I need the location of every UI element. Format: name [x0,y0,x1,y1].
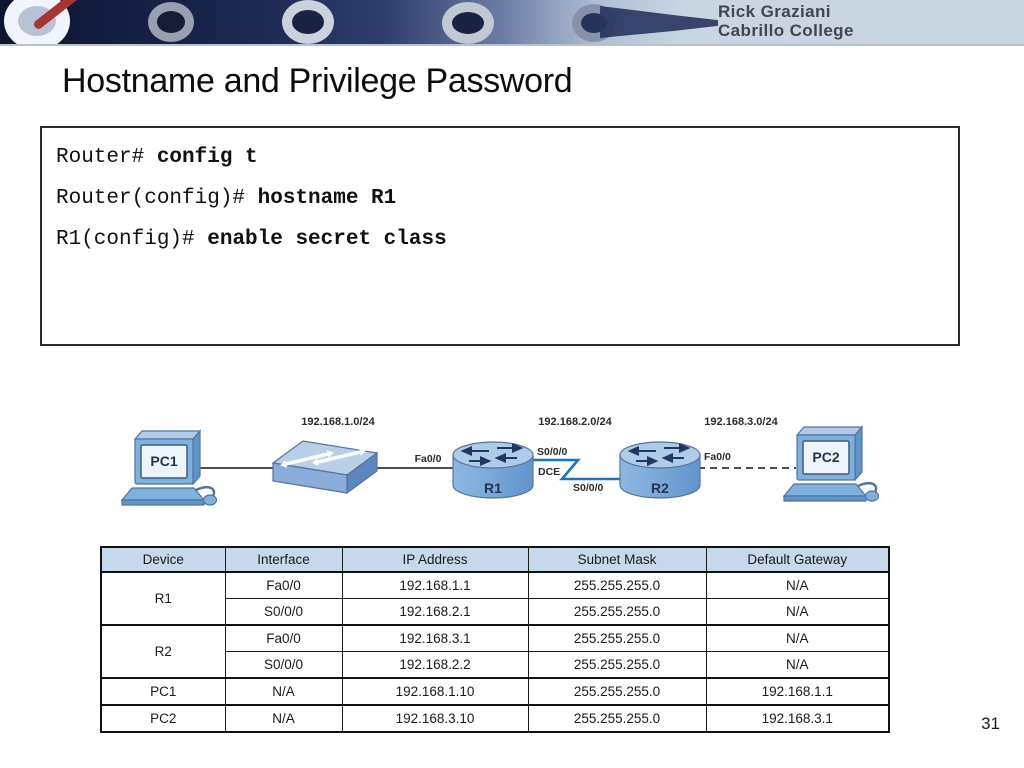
table-row: R2 Fa0/0 192.168.3.1 255.255.255.0 N/A [100,624,890,679]
gateway-cell: 192.168.1.1 [705,677,890,706]
network3-label: 192.168.3.0/24 [704,416,778,428]
mask-cell: 255.255.255.0 [527,651,707,679]
link-serial-r1-r2 [530,458,624,481]
page-number: 31 [981,714,1000,733]
col-header-mask: Subnet Mask [527,546,707,573]
connector-ring-icon [282,0,334,44]
network-topology-diagram: PC1 R1 R2 PC2 192.168.1.0/24 192.168.2.0… [120,416,880,507]
cli-prompt: Router# [56,146,157,169]
r2-label: R2 [651,480,669,496]
interface-cell: Fa0/0 [224,624,343,652]
cli-prompt: R1(config)# [56,228,208,251]
addressing-table: Device Interface IP Address Subnet Mask … [100,546,890,733]
network1-label: 192.168.1.0/24 [301,416,375,428]
col-header-ip: IP Address [341,546,529,573]
gateway-cell: N/A [705,598,890,626]
interface-cell: S0/0/0 [224,598,343,626]
mask-cell: 255.255.255.0 [527,677,707,706]
interface-cell: N/A [224,704,343,733]
ip-cell: 192.168.1.10 [341,677,529,706]
table-header-row: Device Interface IP Address Subnet Mask … [100,546,890,573]
mask-cell: 255.255.255.0 [527,624,707,652]
author-name: Rick Graziani [718,2,831,21]
device-cell: PC2 [100,704,226,733]
ip-cell: 192.168.2.1 [341,598,529,626]
device-cell: PC1 [100,677,226,706]
r2-s000-label: S0/0/0 [573,482,604,494]
ip-cell: 192.168.1.1 [341,571,529,599]
interface-cell: S0/0/0 [224,651,343,679]
device-cell: R1 [100,571,226,626]
col-header-interface: Interface [224,546,343,573]
pc1-label: PC1 [150,453,177,469]
mask-cell: 255.255.255.0 [527,598,707,626]
author-organization: Cabrillo College [718,21,854,40]
top-banner: Rick Graziani Cabrillo College [0,0,1024,46]
device-cell: R2 [100,624,226,679]
mask-cell: 255.255.255.0 [527,704,707,733]
page-title: Hostname and Privilege Password [62,62,573,100]
r1-dce-label: DCE [538,466,560,478]
ip-cell: 192.168.3.1 [341,624,529,652]
col-header-gateway: Default Gateway [705,546,890,573]
interface-cell: N/A [224,677,343,706]
cli-command: hostname R1 [257,187,397,210]
ip-cell: 192.168.2.2 [341,651,529,679]
table-row: PC2 N/A 192.168.3.10 255.255.255.0 192.1… [100,704,890,733]
connector-ring-icon [442,2,494,44]
cli-line: Router# config t [56,137,958,178]
r2-fa00-label: Fa0/0 [704,451,731,463]
table-row: S0/0/0 192.168.2.1 255.255.255.0 N/A [101,598,890,626]
r1-fa00-label: Fa0/0 [415,453,442,465]
cli-line: R1(config)# enable secret class [56,219,958,260]
network2-label: 192.168.2.0/24 [538,416,612,428]
cli-code-box: Router# config t Router(config)# hostnam… [40,126,960,346]
cli-command: enable secret class [207,228,447,251]
gateway-cell: N/A [705,624,890,652]
r1-label: R1 [484,480,502,496]
cli-command: config t [156,146,258,169]
mask-cell: 255.255.255.0 [527,571,707,599]
table-row: S0/0/0 192.168.2.2 255.255.255.0 N/A [101,651,890,679]
connector-ring-icon [148,2,194,42]
col-header-device: Device [100,546,226,573]
gateway-cell: 192.168.3.1 [705,704,890,733]
interface-cell: Fa0/0 [224,571,343,599]
switch-icon [271,439,379,495]
cli-line: Router(config)# hostname R1 [56,178,958,219]
banner-author: Rick Graziani Cabrillo College [718,2,854,40]
table-row: R1 Fa0/0 192.168.1.1 255.255.255.0 N/A [100,571,890,626]
gateway-cell: N/A [705,651,890,679]
ip-cell: 192.168.3.10 [341,704,529,733]
r1-s000-label: S0/0/0 [537,446,568,458]
banner-photo [0,0,700,44]
cli-prompt: Router(config)# [56,187,258,210]
gateway-cell: N/A [705,571,890,599]
table-row: PC1 N/A 192.168.1.10 255.255.255.0 192.1… [100,677,890,706]
pc2-label: PC2 [812,449,839,465]
